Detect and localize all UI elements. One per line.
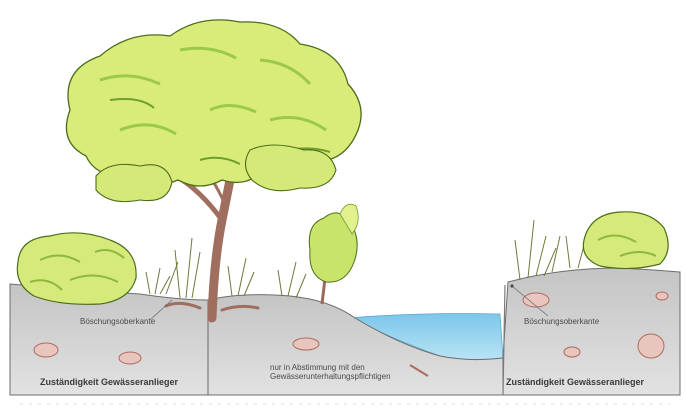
stone bbox=[523, 293, 549, 307]
stone bbox=[34, 343, 58, 357]
shrub-left bbox=[17, 233, 136, 305]
label-middle-note: nur in Abstimmung mit den Gewässerunterh… bbox=[270, 364, 391, 382]
tree-large-crown bbox=[66, 20, 361, 202]
stone bbox=[293, 338, 319, 350]
shrub-right bbox=[583, 212, 668, 269]
stone bbox=[656, 292, 668, 300]
stone bbox=[564, 347, 580, 357]
stone bbox=[638, 334, 664, 358]
label-left-embankment-edge: Böschungsoberkante bbox=[80, 318, 155, 327]
label-right-embankment-edge: Böschungsoberkante bbox=[524, 318, 599, 327]
ground-right bbox=[503, 268, 680, 395]
label-middle-line2: Gewässerunterhaltungspflichtigen bbox=[270, 373, 391, 382]
stone bbox=[119, 352, 141, 364]
label-left-responsibility: Zuständigkeit Gewässeranlieger bbox=[40, 378, 178, 388]
label-right-responsibility: Zuständigkeit Gewässeranlieger bbox=[506, 378, 644, 388]
pointer-dot-right bbox=[510, 284, 513, 287]
tree-young bbox=[309, 204, 358, 304]
